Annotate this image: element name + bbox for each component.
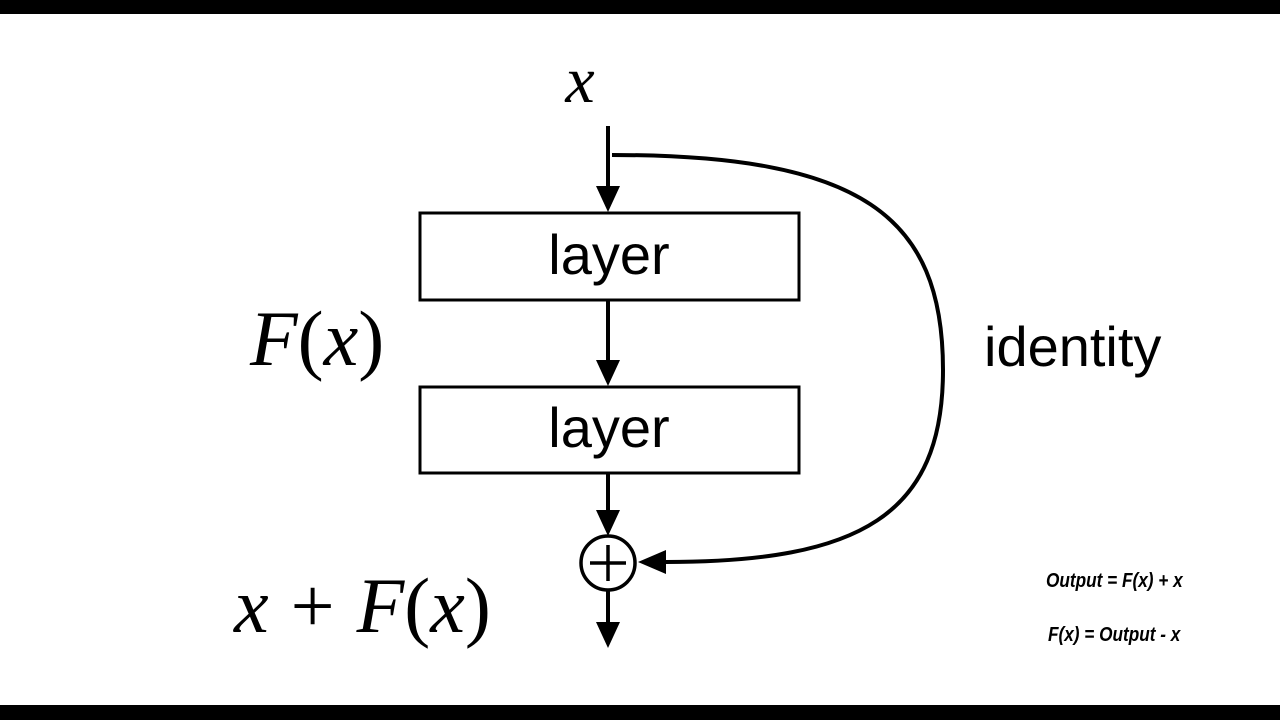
input-arrow	[596, 126, 620, 212]
input-label: x	[564, 44, 594, 117]
identity-skip-connection	[611, 153, 946, 574]
output-label: x+F(x)	[233, 562, 491, 649]
layer-2-to-sum-arrow	[596, 474, 620, 536]
identity-label: identity	[984, 315, 1161, 378]
diagram-canvas	[0, 14, 1280, 705]
function-label: F(x)	[249, 295, 384, 382]
layer-1-box: layer	[418, 211, 801, 302]
layer-1-label: layer	[548, 223, 669, 286]
layer-2-box: layer	[418, 385, 801, 475]
output-arrow	[596, 590, 620, 648]
layer-2-label: layer	[548, 396, 669, 459]
residual-formula: F(x) = Output - x	[1048, 624, 1181, 646]
sum-node	[579, 534, 637, 592]
output-formula: Output = F(x) + x	[1046, 570, 1183, 592]
layer-1-to-layer-2-arrow	[596, 301, 620, 386]
